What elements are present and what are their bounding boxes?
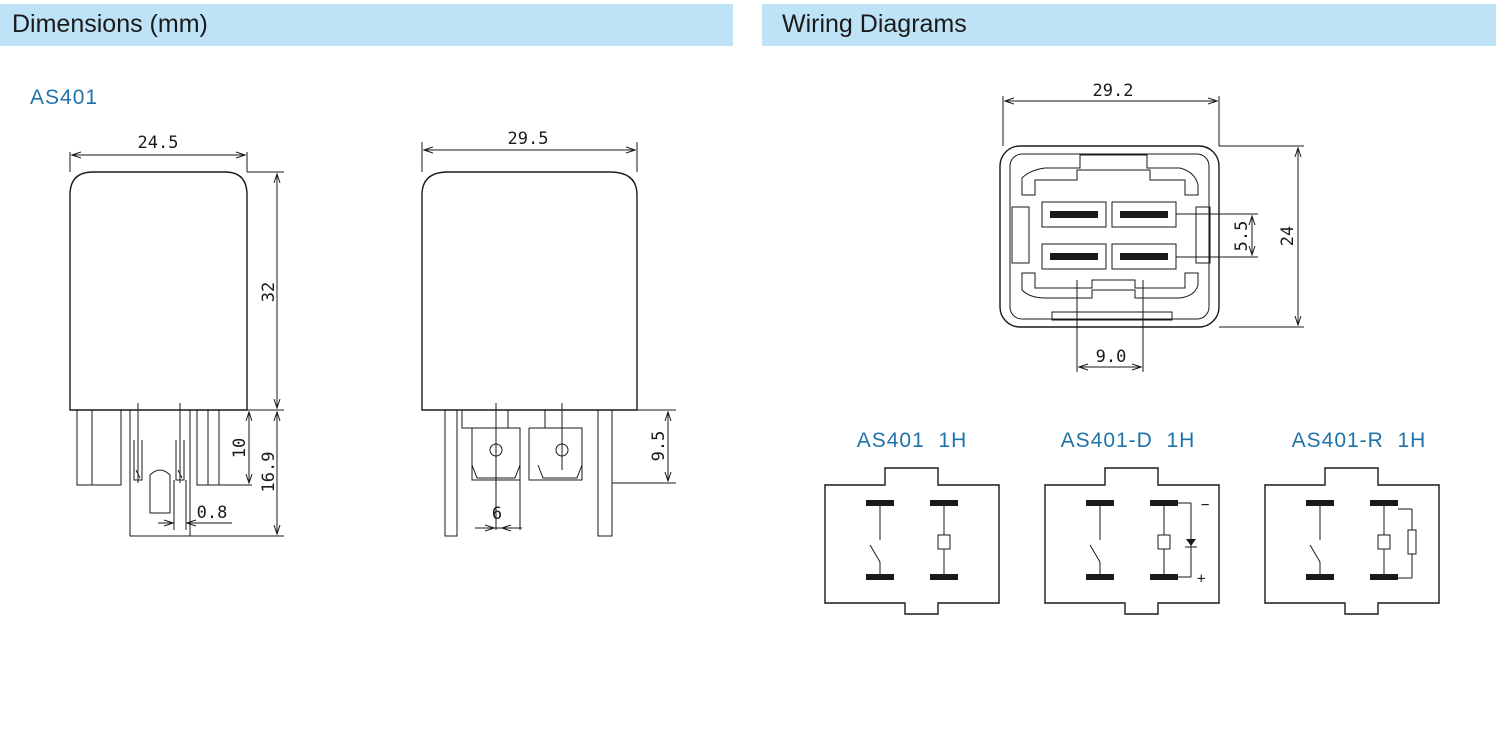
diode-plus-label: + bbox=[1197, 571, 1205, 587]
pin-spacing-label: 6 bbox=[492, 504, 502, 524]
body-height-label: 32 bbox=[259, 282, 279, 302]
bottom-height-label: 24 bbox=[1278, 226, 1298, 246]
variant-label-r-1h: AS401-R 1H bbox=[1292, 429, 1427, 452]
pin-thickness-label: 0.8 bbox=[197, 503, 228, 523]
side-width-label: 29.5 bbox=[508, 129, 549, 149]
wiring-schematic-1h bbox=[824, 467, 1000, 615]
total-pin-label: 16.9 bbox=[259, 452, 279, 493]
front-width-label: 24.5 bbox=[138, 133, 179, 153]
row-pitch-label: 5.5 bbox=[1232, 221, 1252, 252]
dimensions-header: Dimensions (mm) bbox=[0, 4, 733, 46]
col-pitch-label: 9.0 bbox=[1096, 347, 1127, 367]
model-label: AS401 bbox=[30, 86, 98, 109]
side-body bbox=[421, 171, 638, 411]
bottom-view: 29.2 24 5.5 9.0 bbox=[999, 81, 1304, 372]
wiring-schematic-d-1h: − + bbox=[1044, 467, 1220, 615]
wiring-schematic-r-1h bbox=[1264, 467, 1440, 615]
side-pin-length-label: 9.5 bbox=[649, 431, 669, 462]
diode-minus-label: − bbox=[1201, 497, 1209, 513]
variant-label-1h: AS401 1H bbox=[857, 429, 968, 452]
pin-length-label: 10 bbox=[230, 438, 250, 458]
front-view: 24.5 32 10 16.9 0.8 bbox=[69, 133, 284, 537]
wiring-header: Wiring Diagrams bbox=[762, 4, 1496, 46]
side-view: 29.5 9.5 6 bbox=[421, 129, 676, 537]
front-body bbox=[69, 171, 248, 411]
bottom-width-label: 29.2 bbox=[1093, 81, 1134, 101]
variant-label-d-1h: AS401-D 1H bbox=[1061, 429, 1196, 452]
